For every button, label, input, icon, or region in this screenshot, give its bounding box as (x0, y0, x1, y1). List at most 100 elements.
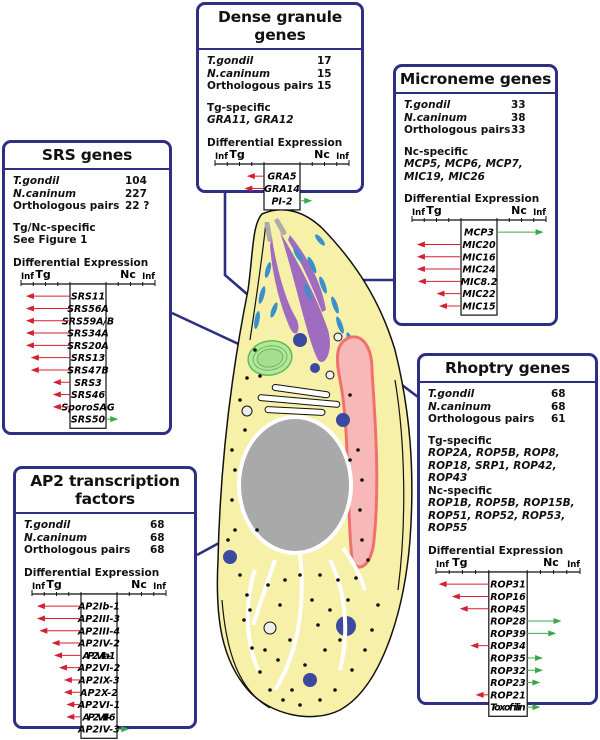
gene-label: MIC20 (462, 240, 496, 251)
gene-label: ROP28 (490, 616, 526, 627)
nc-arrow-head (535, 654, 544, 661)
tg-arrow-head (416, 241, 425, 248)
axis-label-right-inf: Inf (533, 208, 546, 218)
gene-label: AP2III-3 (77, 613, 120, 624)
gene-label: AP2VIIa-1 (82, 650, 116, 661)
tg-arrow-head (459, 605, 468, 612)
gene-label: SporoSAG (61, 402, 115, 413)
gene-label: SRS3 (74, 377, 102, 388)
ncaninum-label: N.caninum (428, 400, 492, 413)
tgondii-label: T.gondil (13, 175, 60, 187)
gene-list-box (488, 570, 528, 717)
tg-arrow-head (39, 627, 48, 634)
orthologous-label: Orthologous pairs (13, 200, 120, 212)
axis-label-tg: Tg (35, 269, 50, 281)
ncaninum-count: 15 (317, 67, 332, 80)
ncaninum-label: N.caninum (404, 111, 468, 124)
ncaninum-count: 227 (125, 187, 147, 200)
nc-specific-heading: Nc-specific (428, 484, 493, 497)
gene-label: GRA14 (264, 183, 300, 194)
gene-label: ROP35 (490, 653, 526, 664)
differential-expression-title: Differential Expression (207, 136, 343, 149)
gene-label: MIC16 (462, 252, 496, 263)
endoplasmic-reticulum (245, 546, 367, 692)
gene-label: AP2IV-2 (77, 638, 120, 649)
tg-specific-genes: ROP2A, ROP5B, ROP8, ROP18, SRP1, ROP42, … (428, 447, 560, 484)
differential-expression-title: Differential Expression (24, 566, 160, 579)
vesicles (241, 332, 343, 635)
axis-label-left-inf: Inf (412, 208, 425, 218)
orthologous-label: Orthologous pairs (24, 544, 131, 556)
axis-label-nc: Nc (543, 557, 559, 569)
nc-arrow-head (532, 679, 541, 686)
orthologous-row: Orthologous pairs 68 (24, 544, 186, 557)
gene-label: ROP23 (490, 678, 526, 689)
gene-label: SRS50 (71, 414, 106, 425)
axis-label-right-inf: Inf (153, 582, 166, 592)
ncaninum-label: N.caninum (13, 187, 77, 200)
tg-arrow-head (475, 691, 484, 698)
gene-list-box (460, 219, 498, 316)
tg-arrow-head (25, 317, 34, 324)
tg-arrow-head (244, 184, 253, 191)
gene-label: GRA5 (267, 171, 296, 182)
gene-label: SRS34A (67, 328, 109, 339)
gene-label: SRS13 (71, 353, 106, 364)
differential-expression-title: Differential Expression (404, 193, 540, 205)
axis-label-tg: Tg (46, 579, 61, 591)
nc-arrow-head (535, 666, 544, 673)
gene-label: AP2IX-3 (77, 675, 120, 686)
gene-label: ROP21 (490, 690, 526, 701)
gene-label: ROP39 (490, 628, 526, 639)
axis-label-nc: Nc (131, 579, 147, 591)
ncaninum-label: N.caninum (24, 531, 88, 544)
axis-label-tg: Tg (229, 149, 244, 161)
tg-arrow-head (438, 580, 447, 587)
callout-srs (171, 311, 246, 349)
axis-label-tg: Tg (452, 557, 467, 569)
nc-arrow-head (121, 725, 130, 732)
differential-expression-title: Differential Expression (428, 544, 564, 557)
gene-label: AP2VI-2 (77, 663, 121, 674)
tg-arrow-head (416, 253, 425, 260)
srs-title: SRS genes (5, 143, 169, 170)
tg-specific-heading: Tg-specific (207, 101, 271, 114)
nc-arrow-head (304, 197, 313, 204)
gene-label: SRS11 (71, 291, 105, 302)
tg-arrow-head (25, 304, 34, 311)
tg-arrow-head (30, 354, 39, 361)
tgondii-count: 68 (150, 519, 165, 531)
micronemes (254, 234, 354, 348)
tg-arrow-head (58, 664, 67, 671)
axis-label-nc: Nc (314, 149, 330, 161)
conoid (264, 218, 287, 242)
tg-arrow-head (52, 378, 61, 385)
gene-label: MIC8.2 (461, 277, 498, 288)
gene-label: SRS46 (71, 390, 106, 401)
gene-label: MCP3 (464, 228, 494, 239)
ap2-title: AP2 transcription factors (16, 469, 194, 514)
orthologous-label: Orthologous pairs (428, 413, 535, 425)
tgondii-label: T.gondil (428, 388, 475, 400)
tg-arrow-head (451, 592, 460, 599)
gene-label: AP2VIII-6 (82, 712, 116, 723)
gene-label: ROP16 (490, 591, 526, 602)
nc-specific-genes: MCP5, MCP6, MCP7, MIC19, MIC26 (404, 158, 523, 183)
gene-label: PI-2 (271, 196, 292, 207)
tg-arrow-head (54, 651, 63, 658)
axis-label-left-inf: Inf (436, 560, 449, 570)
nc-arrow-head (553, 617, 562, 624)
axis-label-left-inf: Inf (215, 152, 228, 162)
orthologous-count: 68 (150, 544, 165, 556)
